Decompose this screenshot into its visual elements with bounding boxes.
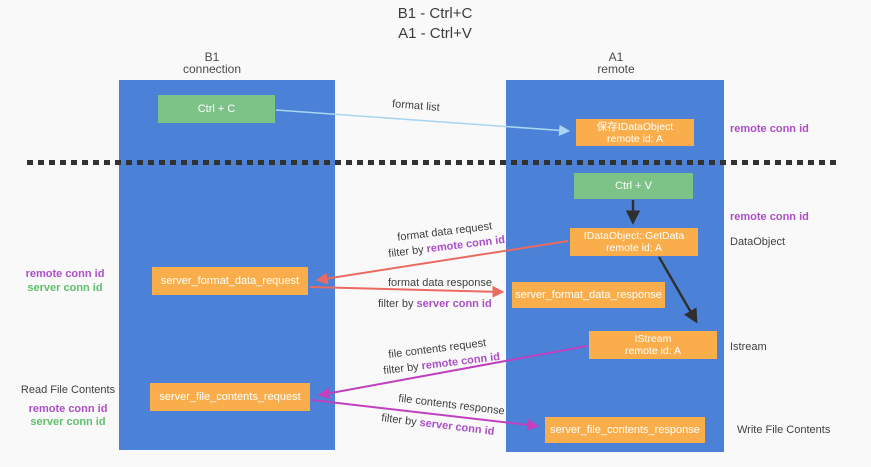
dataobject-side-label: DataObject: [730, 236, 786, 248]
format-data-response-label: format data response: [388, 277, 492, 289]
phase-separator-dashed-line: [27, 160, 838, 165]
lane-b1-role: connection: [182, 62, 242, 76]
filter-by-text: filter by: [382, 360, 423, 378]
server-file-contents-request-label: server_file_contents_request: [159, 391, 301, 403]
ctrl-c-node: Ctrl + C: [158, 95, 275, 123]
idataobject-getdata-node: IDataObject::GetData remote id: A: [570, 228, 698, 256]
server-conn-id-left-label-2: server conn id: [30, 416, 106, 428]
title-line-2: A1 - Ctrl+V: [398, 25, 472, 42]
filter-by-server-conn-id-label-2: filter by server conn id: [381, 412, 495, 438]
server-format-data-request-label: server_format_data_request: [160, 275, 300, 287]
remote-conn-id-left-label-1: remote conn id: [25, 268, 105, 280]
remote-conn-id-left-label-2: remote conn id: [28, 403, 108, 415]
lane-a1-name: A1: [608, 50, 624, 64]
idataobject-getdata-line2: remote id: A: [605, 242, 663, 254]
server-file-contents-response-label: server_file_contents_response: [550, 424, 700, 436]
ctrl-c-label: Ctrl + C: [197, 103, 236, 115]
ctrl-v-label: Ctrl + V: [615, 180, 652, 192]
filter-by-text: filter by: [387, 243, 428, 261]
istream-node: IStream remote id: A: [589, 331, 717, 359]
read-file-contents-side-label: Read File Contents: [20, 384, 116, 396]
lane-a1-role: remote: [597, 62, 635, 76]
save-idataobject-node: 保存IDataObject remote id: A: [576, 119, 694, 146]
remote-conn-id-side-label-mid: remote conn id: [730, 211, 809, 223]
file-contents-response-label: file contents response: [397, 392, 506, 418]
server-format-data-response-node: server_format_data_response: [512, 282, 665, 308]
server-format-data-response-label: server_format_data_response: [515, 289, 662, 301]
server-conn-id-left-label-1: server conn id: [27, 282, 103, 294]
server-format-data-request-node: server_format_data_request: [152, 267, 308, 295]
ctrl-v-node: Ctrl + V: [574, 173, 693, 199]
lane-header-a1: A1 remote: [564, 51, 668, 75]
server-conn-id-text: server conn id: [416, 298, 492, 310]
title-line-1: B1 - Ctrl+C: [397, 5, 473, 22]
diagram-title: B1 - Ctrl+C A1 - Ctrl+V: [360, 4, 510, 44]
remote-conn-id-side-label-top: remote conn id: [730, 123, 809, 135]
lane-b1-name: B1: [204, 50, 220, 64]
filter-by-text: filter by: [378, 298, 417, 310]
filter-by-server-conn-id-label-1: filter by server conn id: [378, 298, 492, 310]
lane-header-b1: B1 connection: [160, 51, 264, 75]
server-conn-id-text: server conn id: [418, 416, 496, 438]
server-file-contents-request-node: server_file_contents_request: [150, 383, 310, 411]
write-file-contents-side-label: Write File Contents: [737, 424, 831, 436]
idataobject-getdata-line1: IDataObject::GetData: [583, 230, 685, 242]
save-idataobject-line1: 保存IDataObject: [596, 120, 674, 133]
istream-line2: remote id: A: [624, 345, 682, 357]
istream-line1: IStream: [634, 333, 672, 345]
save-idataobject-line2: remote id: A: [606, 132, 664, 145]
filter-by-text: filter by: [380, 412, 421, 429]
istream-side-label: Istream: [730, 341, 767, 353]
server-file-contents-response-node: server_file_contents_response: [545, 417, 705, 443]
format-list-label: format list: [391, 98, 441, 114]
